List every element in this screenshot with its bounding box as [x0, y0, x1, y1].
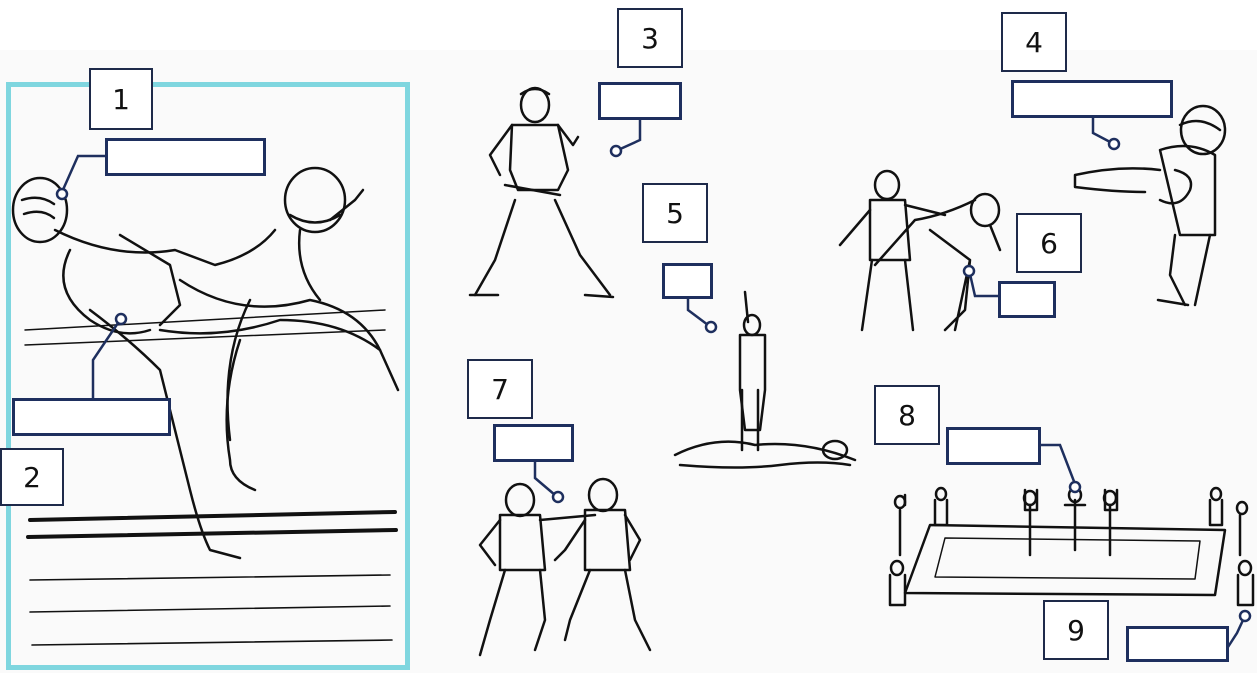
answer-box-7[interactable] — [493, 424, 574, 462]
punch-exchange-illustration — [480, 479, 650, 655]
answer-box-1[interactable] — [105, 138, 266, 176]
number-label-4: 4 — [1001, 12, 1067, 72]
knockdown-illustration — [675, 292, 855, 468]
fighting-stance-illustration — [470, 88, 613, 297]
answer-box-9[interactable] — [1126, 626, 1229, 662]
number-label-1: 1 — [89, 68, 153, 130]
number-label-6: 6 — [1016, 213, 1082, 273]
answer-box-2[interactable] — [12, 398, 171, 436]
answer-box-3[interactable] — [598, 82, 682, 120]
answer-box-8[interactable] — [946, 427, 1041, 465]
competition-mat-illustration — [890, 488, 1253, 605]
answer-box-6[interactable] — [998, 281, 1056, 318]
number-label-3: 3 — [617, 8, 683, 68]
answer-box-4[interactable] — [1011, 80, 1173, 118]
number-label-2: 2 — [0, 448, 64, 506]
number-label-7: 7 — [467, 359, 533, 419]
answer-box-5[interactable] — [662, 263, 713, 299]
number-label-9: 9 — [1043, 600, 1109, 660]
number-label-5: 5 — [642, 183, 708, 243]
number-label-8: 8 — [874, 385, 940, 445]
roundhouse-kick-illustration — [840, 171, 1000, 330]
